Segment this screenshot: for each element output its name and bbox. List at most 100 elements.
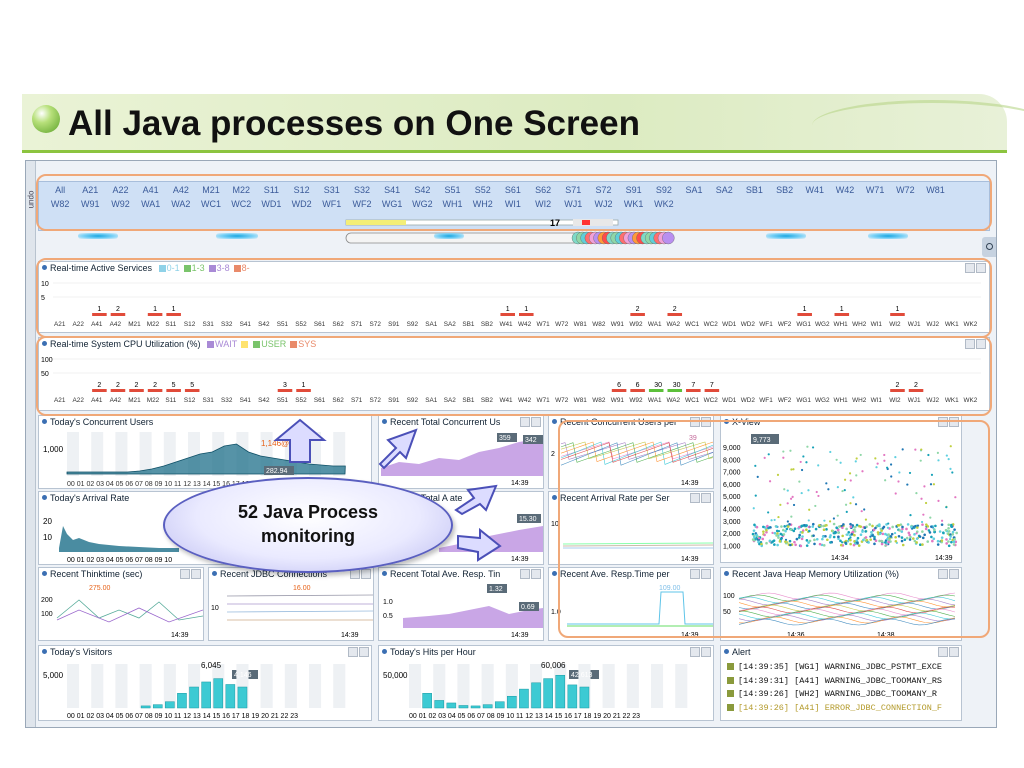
settings-icon[interactable] bbox=[982, 237, 996, 257]
process-tab-sa1[interactable]: SA1 bbox=[685, 185, 703, 195]
close-icon[interactable] bbox=[359, 647, 369, 657]
agent-label: WD1 bbox=[722, 397, 737, 404]
process-tab-s52[interactable]: S52 bbox=[474, 185, 491, 195]
close-icon[interactable] bbox=[531, 569, 541, 579]
process-tab-w91[interactable]: W91 bbox=[81, 199, 100, 209]
process-tab-s61[interactable]: S61 bbox=[504, 185, 521, 195]
popout-icon[interactable] bbox=[690, 417, 700, 427]
process-tab-s62[interactable]: S62 bbox=[535, 185, 552, 195]
process-tab-wc1[interactable]: WC1 bbox=[201, 199, 222, 209]
popout-icon[interactable] bbox=[690, 569, 700, 579]
process-tab-s71[interactable]: S71 bbox=[565, 185, 582, 195]
process-tab-a42[interactable]: A42 bbox=[172, 185, 189, 195]
process-tab-w82[interactable]: W82 bbox=[50, 199, 70, 209]
close-icon[interactable] bbox=[701, 417, 711, 427]
popout-icon[interactable] bbox=[965, 339, 975, 349]
process-tab-s12[interactable]: S12 bbox=[293, 185, 310, 195]
process-tab-w41[interactable]: W41 bbox=[805, 185, 825, 195]
slider-handles[interactable] bbox=[571, 231, 675, 245]
process-tab-w42[interactable]: W42 bbox=[835, 185, 855, 195]
process-tab-s32[interactable]: S32 bbox=[353, 185, 370, 195]
alert-row[interactable]: [14:39:26] [WH2] WARNING_JDBC_TOOMANY_R bbox=[727, 688, 961, 702]
process-tab-wd1[interactable]: WD1 bbox=[261, 199, 282, 209]
process-tab-w92[interactable]: W92 bbox=[111, 199, 130, 209]
process-tab-wk2[interactable]: WK2 bbox=[654, 199, 674, 209]
process-tab-wh2[interactable]: WH2 bbox=[472, 199, 493, 209]
process-tab-wg2[interactable]: WG2 bbox=[412, 199, 433, 209]
process-tab-a22[interactable]: A22 bbox=[112, 185, 129, 195]
bar-value: 5 bbox=[172, 382, 176, 389]
process-tab-wa1[interactable]: WA1 bbox=[141, 199, 161, 209]
side-tab[interactable]: undo bbox=[26, 161, 36, 727]
process-tab-sa2[interactable]: SA2 bbox=[715, 185, 733, 195]
process-tab-s11[interactable]: S11 bbox=[263, 185, 280, 195]
jdbc-chart: 10 16.00 14:39 bbox=[211, 585, 374, 639]
bar-value: 7 bbox=[691, 382, 695, 389]
close-icon[interactable] bbox=[361, 569, 371, 579]
svg-text:14:39: 14:39 bbox=[935, 555, 953, 562]
process-tab-a21[interactable]: A21 bbox=[82, 185, 99, 195]
process-tab-wg1[interactable]: WG1 bbox=[381, 199, 403, 209]
close-icon[interactable] bbox=[191, 569, 201, 579]
process-tab-w71[interactable]: W71 bbox=[865, 185, 885, 195]
popout-icon[interactable] bbox=[348, 647, 358, 657]
popout-icon[interactable] bbox=[520, 417, 530, 427]
process-tab-wh1[interactable]: WH1 bbox=[442, 199, 463, 209]
close-icon[interactable] bbox=[701, 647, 711, 657]
y-tick: 3,000 bbox=[723, 519, 741, 526]
alert-row[interactable]: [14:39:26] [A41] ERROR_JDBC_CONNECTION_F bbox=[727, 702, 961, 716]
process-tab-all[interactable]: All bbox=[55, 185, 66, 195]
popout-icon[interactable] bbox=[520, 569, 530, 579]
bar bbox=[152, 704, 163, 709]
process-tab-wa2[interactable]: WA2 bbox=[171, 199, 191, 209]
process-tab-sb2[interactable]: SB2 bbox=[776, 185, 794, 195]
close-icon[interactable] bbox=[949, 569, 959, 579]
time-slider[interactable]: 17 bbox=[38, 217, 988, 251]
popout-icon[interactable] bbox=[938, 647, 948, 657]
slider-handle[interactable] bbox=[662, 231, 675, 245]
close-icon[interactable] bbox=[949, 647, 959, 657]
close-icon[interactable] bbox=[976, 263, 986, 273]
process-tab-w72[interactable]: W72 bbox=[896, 185, 915, 195]
y-tick: 6,000 bbox=[723, 482, 741, 489]
bar bbox=[686, 389, 701, 392]
process-tab-wf2[interactable]: WF2 bbox=[352, 199, 372, 209]
process-tab-wk1[interactable]: WK1 bbox=[623, 199, 644, 209]
process-tab-m21[interactable]: M21 bbox=[202, 185, 220, 195]
process-tab-s91[interactable]: S91 bbox=[625, 185, 642, 195]
process-tab-s92[interactable]: S92 bbox=[655, 185, 672, 195]
popout-icon[interactable] bbox=[690, 493, 700, 503]
process-tab-wi1[interactable]: WI1 bbox=[504, 199, 521, 209]
close-icon[interactable] bbox=[531, 417, 541, 427]
process-tab-s41[interactable]: S41 bbox=[384, 185, 401, 195]
process-tab-sb1[interactable]: SB1 bbox=[745, 185, 763, 195]
popout-icon[interactable] bbox=[180, 569, 190, 579]
process-tab-wc2[interactable]: WC2 bbox=[231, 199, 252, 209]
process-tab-m22[interactable]: M22 bbox=[232, 185, 250, 195]
resp-total-chart: 1.0 0.5 1.32 0.69 14:39 bbox=[383, 584, 543, 639]
popout-icon[interactable] bbox=[938, 569, 948, 579]
process-tab-wi2[interactable]: WI2 bbox=[535, 199, 552, 209]
process-tab-wj1[interactable]: WJ1 bbox=[564, 199, 583, 209]
alert-row[interactable]: [14:39:35] [WG1] WARNING_JDBC_PSTMT_EXCE bbox=[727, 661, 961, 675]
process-tab-s51[interactable]: S51 bbox=[444, 185, 461, 195]
process-tab-a41[interactable]: A41 bbox=[142, 185, 159, 195]
process-tab-wd2[interactable]: WD2 bbox=[291, 199, 312, 209]
process-tab-wf1[interactable]: WF1 bbox=[322, 199, 342, 209]
popout-icon[interactable] bbox=[938, 417, 948, 427]
bar-value: 2 bbox=[673, 306, 677, 313]
alert-row[interactable]: [14:39:31] [A41] WARNING_JDBC_TOOMANY_RS bbox=[727, 675, 961, 689]
close-icon[interactable] bbox=[701, 493, 711, 503]
close-icon[interactable] bbox=[976, 339, 986, 349]
popout-icon[interactable] bbox=[965, 263, 975, 273]
close-icon[interactable] bbox=[949, 417, 959, 427]
process-tab-s72[interactable]: S72 bbox=[595, 185, 612, 195]
bar bbox=[567, 684, 578, 709]
process-tab-s31[interactable]: S31 bbox=[323, 185, 340, 195]
process-tab-w81[interactable]: W81 bbox=[926, 185, 945, 195]
process-tab-wj2[interactable]: WJ2 bbox=[594, 199, 613, 209]
popout-icon[interactable] bbox=[690, 647, 700, 657]
agent-label: W92 bbox=[629, 397, 643, 404]
process-tab-s42[interactable]: S42 bbox=[414, 185, 431, 195]
close-icon[interactable] bbox=[701, 569, 711, 579]
